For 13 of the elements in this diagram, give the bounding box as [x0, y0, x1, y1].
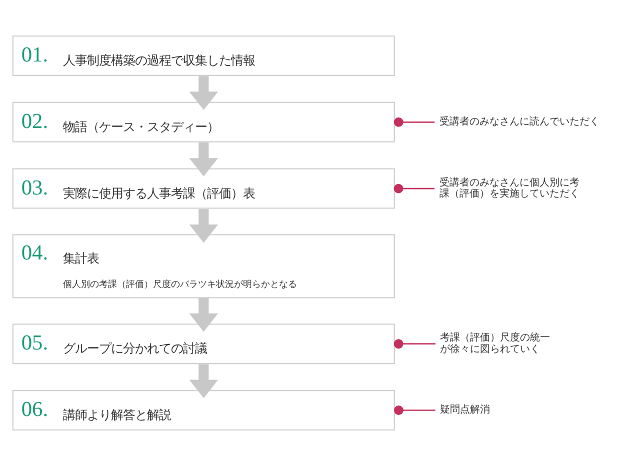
arrow	[189, 142, 218, 176]
connector	[394, 405, 436, 414]
node-text: 疑問点解消	[440, 404, 490, 416]
connector	[394, 116, 435, 126]
node-text: 受講者のみなさんに読んでいただく	[439, 116, 600, 128]
arrow	[189, 298, 218, 332]
node-text: 考課（評価）尺度の統一が徐々に図られていく	[440, 332, 550, 354]
arrow	[189, 208, 218, 242]
connector	[394, 183, 434, 193]
node-text: 受講者のみなさんに個人別に考課（評価）を実施していただく	[439, 176, 580, 200]
arrow	[189, 76, 218, 110]
connector	[394, 338, 436, 348]
arrow	[189, 364, 218, 398]
